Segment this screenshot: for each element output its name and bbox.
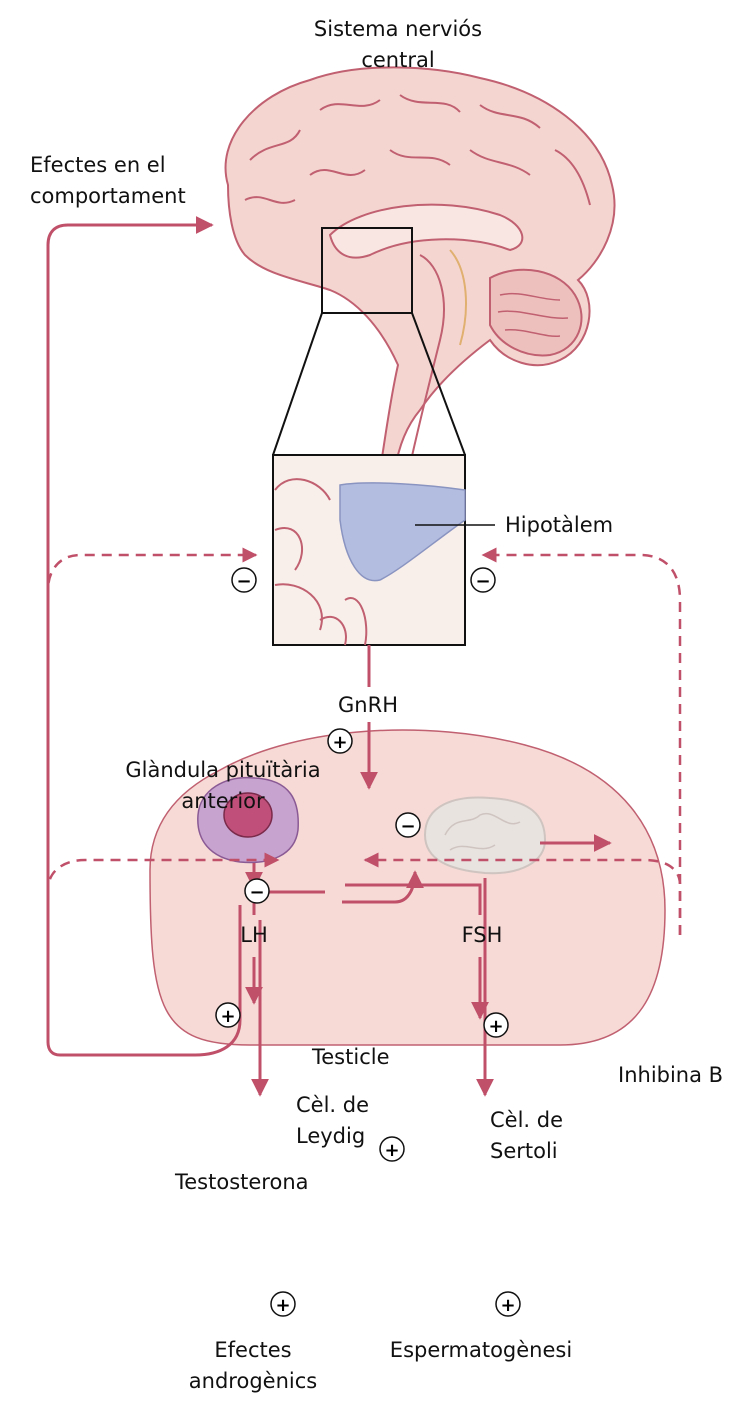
- sertoli-cell: [425, 797, 545, 873]
- svg-text:+: +: [332, 732, 347, 753]
- label-hypothalamus: Hipotàlem: [505, 510, 613, 541]
- label-testicle: Testicle: [312, 1042, 390, 1073]
- label-fsh: FSH: [462, 920, 503, 951]
- sign-minus-right-hypothalamus: −: [471, 568, 495, 592]
- hypothalamus-inset: [273, 455, 495, 645]
- sign-plus-gnrh: +: [328, 729, 352, 753]
- label-spermatogenesis: Espermatogènesi: [390, 1335, 572, 1366]
- svg-text:+: +: [488, 1016, 503, 1037]
- sign-minus-left-hypothalamus: −: [232, 568, 256, 592]
- svg-text:+: +: [384, 1140, 399, 1161]
- svg-text:−: −: [475, 571, 490, 592]
- sign-minus-pituitary-right: −: [396, 813, 420, 837]
- sign-plus-testosterone-sertoli: +: [380, 1137, 404, 1161]
- label-lh: LH: [240, 920, 268, 951]
- sign-minus-pituitary-left: −: [245, 879, 269, 903]
- svg-text:+: +: [220, 1006, 235, 1027]
- sign-plus-lh: +: [216, 1003, 240, 1027]
- brain-illustration: [226, 67, 615, 470]
- svg-text:−: −: [236, 571, 251, 592]
- sign-plus-spermatogenesis: +: [496, 1292, 520, 1316]
- label-gnrh: GnRH: [338, 690, 398, 721]
- label-inhibin-b: Inhibina B: [618, 1060, 723, 1091]
- svg-text:+: +: [500, 1295, 515, 1316]
- svg-text:+: +: [275, 1295, 290, 1316]
- label-testosterone: Testosterona: [175, 1167, 309, 1198]
- feedback-hypothalamus-left: [48, 555, 256, 600]
- svg-text:−: −: [249, 882, 264, 903]
- sign-plus-fsh: +: [484, 1013, 508, 1037]
- sign-plus-androgenic: +: [271, 1292, 295, 1316]
- svg-text:−: −: [400, 816, 415, 837]
